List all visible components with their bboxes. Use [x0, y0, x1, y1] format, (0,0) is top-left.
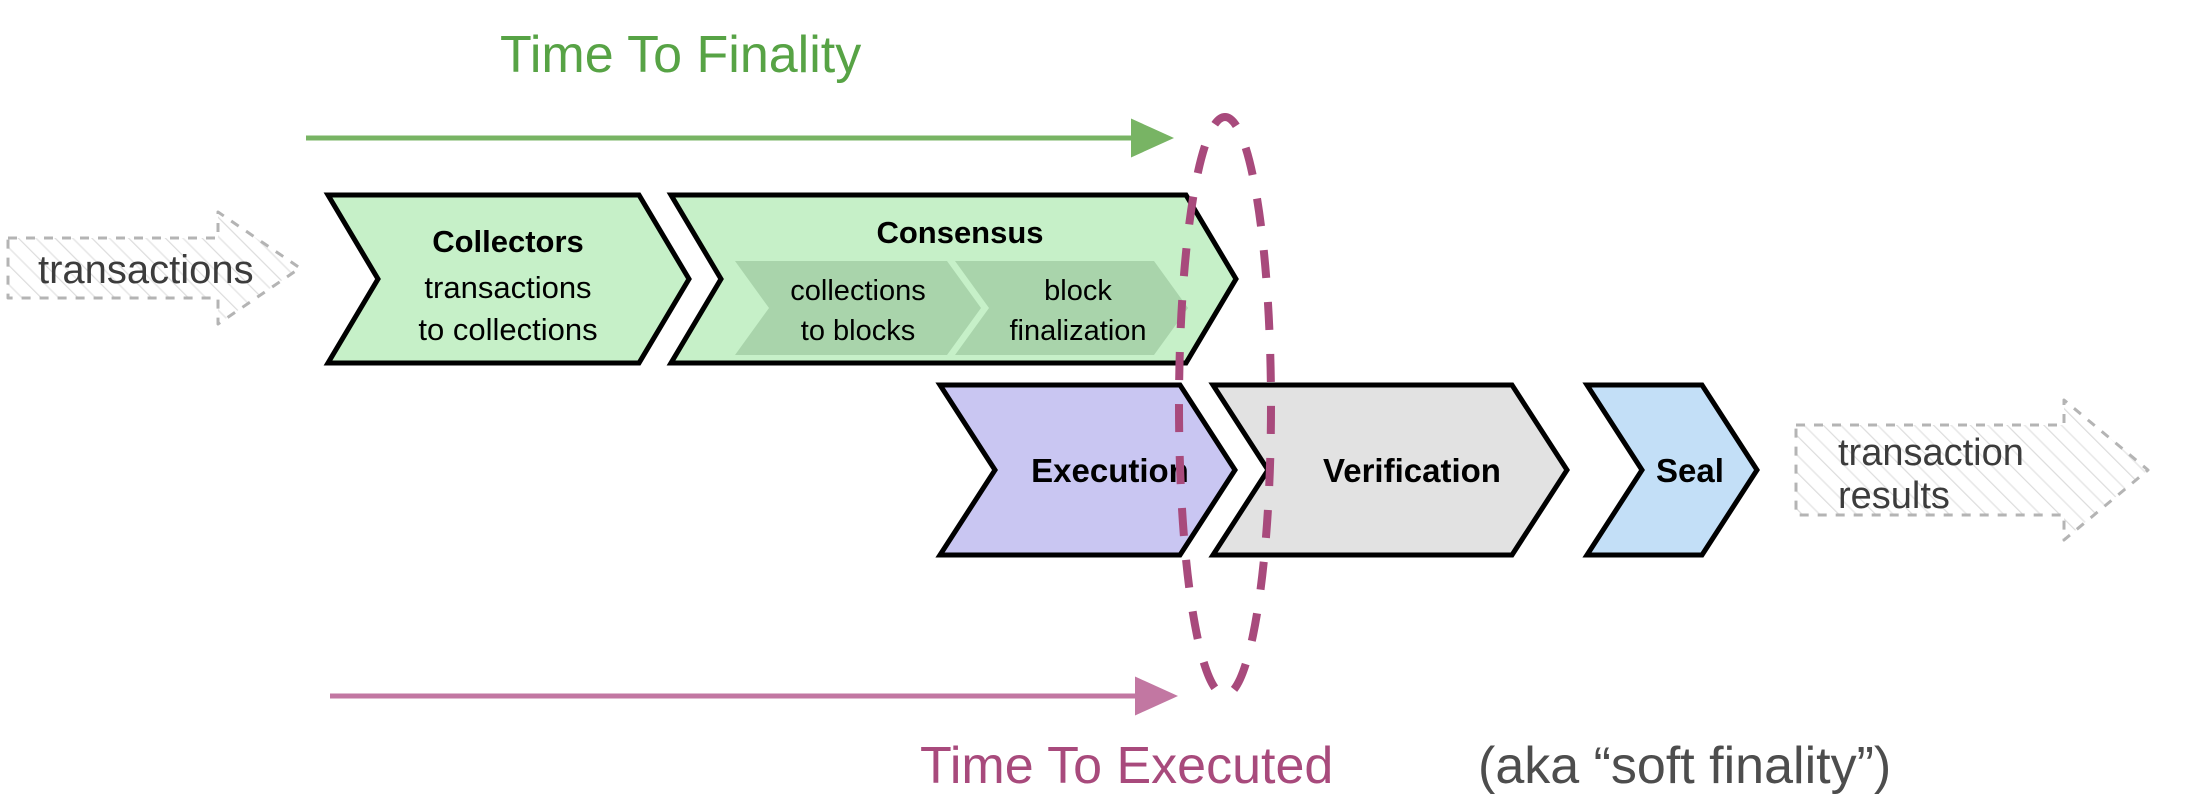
block-finalization-line1: block	[1044, 275, 1112, 307]
time-to-finality-label: Time To Finality	[500, 26, 861, 84]
seal-title: Seal	[1656, 452, 1724, 489]
input-ghost-arrow-shape	[6, 210, 302, 326]
execution-title: Execution	[1031, 452, 1189, 489]
input-ghost-label: transactions	[38, 248, 254, 292]
collectors-subtitle-line2: to collections	[418, 312, 597, 347]
stage-consensus[interactable]: Consensus collections to blocks block fi…	[666, 192, 1239, 366]
output-ghost-label-line1: transaction	[1838, 432, 2024, 474]
collections-to-blocks-line2: to blocks	[801, 315, 915, 347]
collectors-chevron-shape	[323, 192, 692, 366]
collections-to-blocks-line1: collections	[790, 275, 925, 307]
stage-collectors[interactable]: Collectors transactions to collections	[323, 192, 692, 366]
collectors-subtitle-line1: transactions	[424, 270, 591, 305]
collectors-title: Collectors	[432, 224, 584, 259]
execution-chevron-shape	[935, 382, 1238, 558]
block-finalization-shape	[955, 261, 1188, 355]
consensus-substep-block-finalization[interactable]: block finalization	[955, 261, 1188, 355]
stage-execution[interactable]: Execution	[935, 382, 1238, 558]
collections-to-blocks-shape	[735, 261, 981, 355]
stage-seal[interactable]: Seal	[1582, 382, 1760, 558]
finality-boundary-ellipse	[1175, 113, 1275, 699]
output-ghost-label-line2: results	[1838, 475, 1950, 517]
time-to-executed-annotation: Time To Executed (aka “soft finality”)	[330, 676, 1891, 795]
time-to-finality-annotation: Time To Finality	[306, 26, 1174, 158]
block-finalization-line2: finalization	[1009, 315, 1146, 347]
input-ghost-arrow: transactions	[6, 210, 302, 326]
time-to-executed-label: Time To Executed	[920, 737, 1333, 795]
time-to-executed-aka-label: (aka “soft finality”)	[1478, 737, 1891, 795]
output-ghost-arrow: transaction results	[1794, 398, 2150, 542]
verification-title: Verification	[1323, 452, 1501, 489]
consensus-title: Consensus	[876, 215, 1043, 250]
seal-chevron-shape	[1582, 382, 1760, 558]
output-ghost-arrow-shape	[1794, 398, 2150, 542]
consensus-substep-collections-to-blocks[interactable]: collections to blocks	[735, 261, 981, 355]
